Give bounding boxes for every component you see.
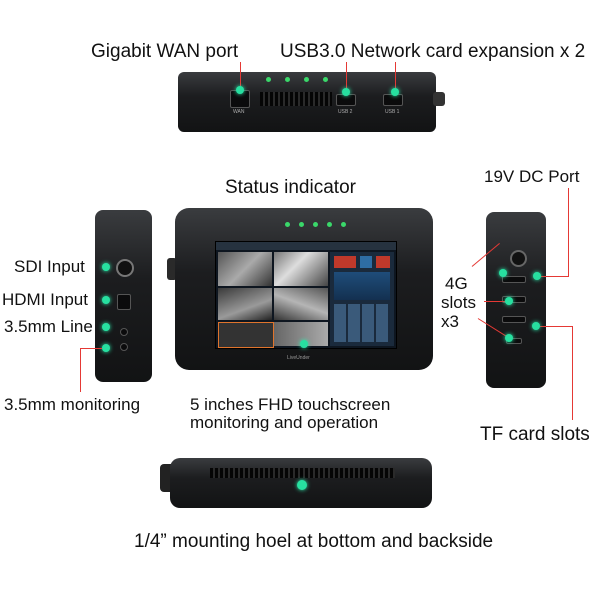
led: [285, 77, 290, 82]
label-sdi: SDI Input: [14, 257, 85, 276]
led: [323, 77, 328, 82]
marker-dot: [499, 269, 507, 277]
led: [304, 77, 309, 82]
marker-dot: [236, 86, 244, 94]
sim-slot: [502, 276, 526, 283]
callout-line: [240, 62, 241, 90]
hdmi-port: [117, 294, 131, 310]
touchscreen: [215, 241, 397, 349]
callout-line: [80, 348, 81, 392]
callout-line: [540, 276, 569, 277]
marker-dot: [505, 297, 513, 305]
antenna-connector: [433, 92, 445, 106]
vent-grill: [260, 92, 332, 106]
vent-grill: [210, 468, 395, 478]
label-usb: USB3.0 Network card expansion x 2: [280, 41, 586, 62]
device-back-view: WAN USB 2 USB 1: [178, 72, 436, 132]
video-preview: [218, 288, 272, 320]
label-mount: 1/4” mounting hoel at bottom and backsid…: [134, 531, 494, 552]
label-monitoring: 3.5mm monitoring: [4, 395, 141, 414]
marker-dot: [300, 340, 308, 348]
label-hdmi: HDMI Input: [2, 290, 88, 309]
marker-dot: [102, 263, 110, 271]
mount-marker-dot: [297, 480, 307, 490]
red-button: [376, 256, 390, 268]
label-screen-2: monitoring and operation: [190, 413, 379, 432]
sim-slot: [502, 296, 526, 303]
label-4g-count: x3: [441, 312, 459, 331]
sdi-connector: [116, 259, 134, 277]
label-tf: TF card slots: [480, 424, 590, 445]
button-grid: [334, 304, 390, 342]
usb1-port-label: USB 1: [385, 109, 400, 115]
marker-dot: [533, 272, 541, 280]
line-jack: [120, 328, 128, 336]
callout-line: [484, 301, 508, 302]
callout-line: [572, 326, 573, 420]
label-4g-slots: slots: [441, 293, 476, 312]
callout-line: [540, 326, 572, 327]
sim-slot: [502, 316, 526, 323]
marker-dot: [391, 88, 399, 96]
video-preview: [218, 252, 272, 286]
wan-port-label: WAN: [233, 109, 245, 115]
callout-line: [80, 348, 102, 349]
marker-dot: [102, 323, 110, 331]
callout-line: [346, 62, 347, 92]
callout-line: [395, 62, 396, 92]
antenna-stub: [167, 258, 177, 280]
video-preview: [274, 252, 328, 286]
monitor-jack: [120, 343, 128, 351]
dc-port: [510, 250, 527, 267]
led: [327, 222, 332, 227]
callout-line: [568, 188, 569, 276]
marker-dot: [532, 322, 540, 330]
blue-button: [360, 256, 372, 268]
screen-header: [216, 242, 396, 250]
label-line: 3.5mm Line: [4, 317, 93, 336]
led: [341, 222, 346, 227]
label-wan: Gigabit WAN port: [91, 41, 239, 62]
marker-dot: [342, 88, 350, 96]
device-right-side-view: [486, 212, 546, 388]
video-preview: [274, 288, 328, 320]
led: [266, 77, 271, 82]
led: [313, 222, 318, 227]
marker-dot: [102, 344, 110, 352]
label-4g: 4G: [445, 274, 468, 293]
marker-dot: [505, 334, 513, 342]
video-preview: [218, 322, 274, 348]
led: [285, 222, 290, 227]
label-screen-1: 5 inches FHD touchscreen: [190, 395, 391, 414]
marker-dot: [102, 296, 110, 304]
graph-area: [334, 272, 390, 300]
label-status: Status indicator: [225, 177, 356, 198]
usb2-port-label: USB 2: [338, 109, 353, 115]
red-button: [334, 256, 356, 268]
led: [299, 222, 304, 227]
label-dc: 19V DC Port: [484, 167, 580, 186]
brand-logo: LiveUnder: [287, 355, 310, 361]
